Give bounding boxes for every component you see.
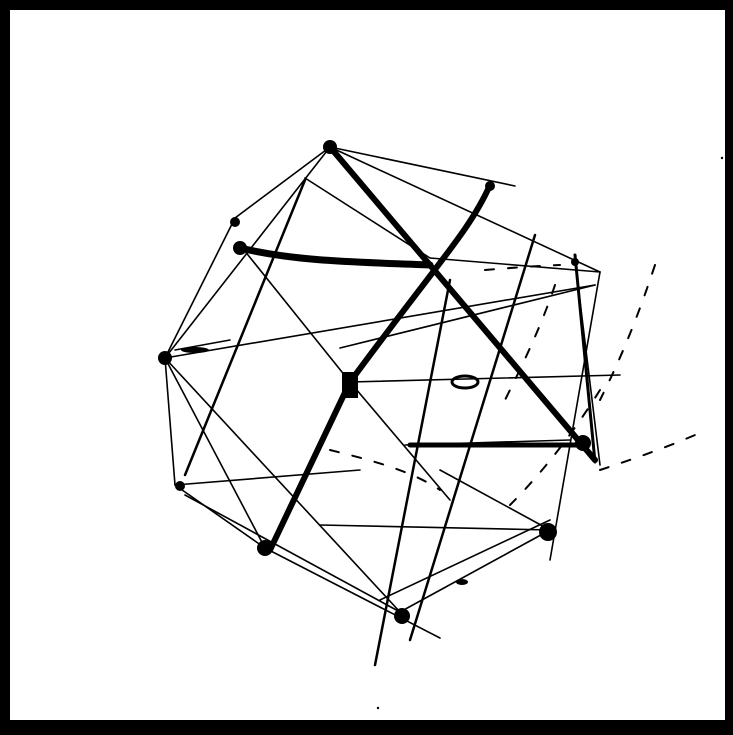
dashed-edge bbox=[330, 450, 440, 490]
hidden-edges bbox=[330, 265, 695, 505]
cable bbox=[240, 245, 350, 382]
strut bbox=[185, 180, 305, 475]
strut bbox=[410, 235, 535, 640]
cable bbox=[165, 358, 265, 548]
cable bbox=[340, 285, 595, 348]
cable bbox=[165, 358, 400, 612]
node bbox=[233, 241, 247, 255]
node bbox=[257, 540, 273, 556]
node bbox=[485, 181, 495, 191]
strut bbox=[270, 185, 490, 550]
cable bbox=[175, 470, 360, 485]
cable bbox=[175, 485, 265, 548]
ink-marks bbox=[181, 157, 723, 709]
cable bbox=[350, 382, 450, 500]
node bbox=[575, 435, 591, 451]
ink-blot bbox=[452, 376, 478, 388]
node bbox=[323, 140, 337, 154]
compression-struts bbox=[185, 147, 595, 665]
cable bbox=[440, 470, 550, 530]
dashed-edge bbox=[500, 285, 555, 410]
cable bbox=[320, 525, 550, 530]
cable bbox=[165, 218, 235, 358]
ink-blot bbox=[181, 347, 209, 353]
dashed-edge bbox=[600, 265, 655, 400]
node bbox=[342, 372, 358, 398]
node bbox=[230, 217, 240, 227]
cable bbox=[185, 495, 400, 612]
cable bbox=[330, 147, 600, 272]
node bbox=[539, 523, 557, 541]
node bbox=[175, 481, 185, 491]
ink-blot bbox=[456, 579, 468, 585]
cable bbox=[350, 375, 620, 382]
cable bbox=[165, 358, 175, 485]
node bbox=[571, 258, 579, 266]
strut bbox=[330, 147, 595, 460]
ink-dot bbox=[377, 707, 379, 709]
node bbox=[158, 351, 172, 365]
dashed-edge bbox=[600, 435, 695, 470]
node bbox=[394, 608, 410, 624]
cable bbox=[380, 520, 550, 600]
ink-dot bbox=[721, 157, 723, 159]
strut bbox=[240, 248, 430, 265]
cable bbox=[165, 285, 595, 358]
